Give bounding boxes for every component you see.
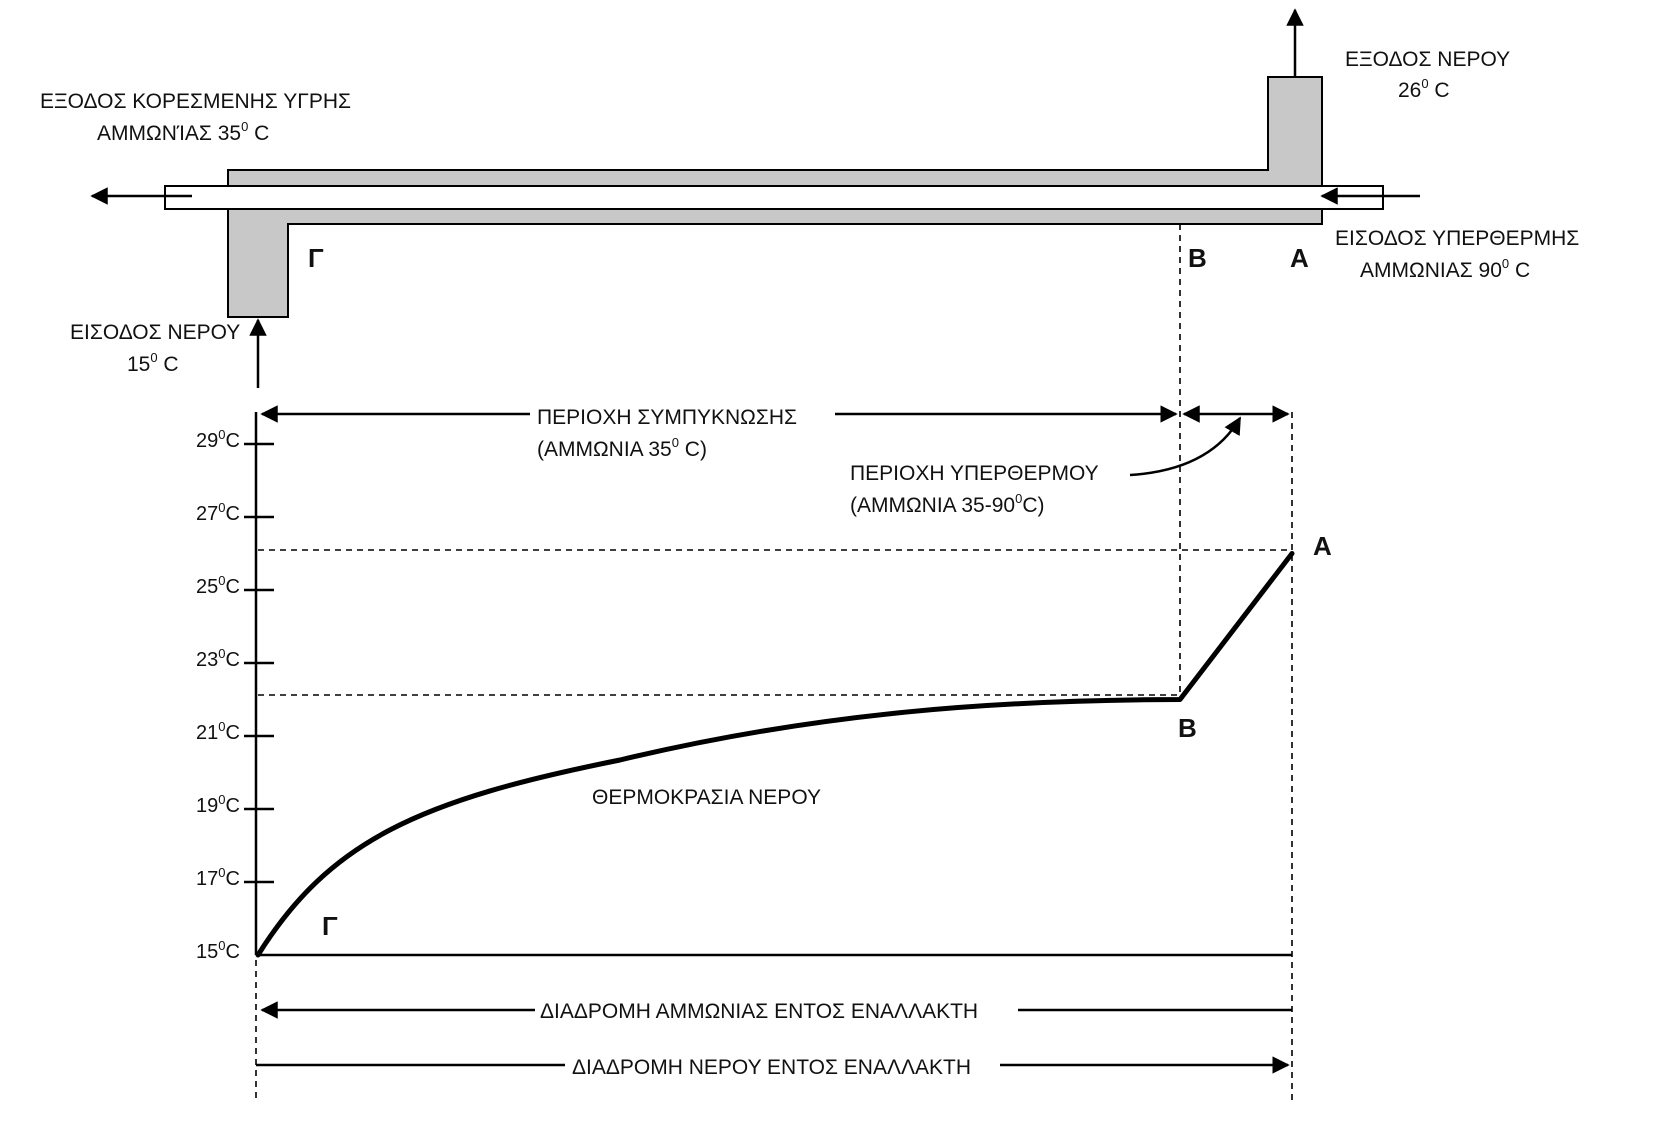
ammonia-outlet-label-1: ΕΞΟΔΟΣ ΚΟΡΕΣΜΕΝΗΣ ΥΓΡΗΣ <box>40 90 351 113</box>
y-tick-label-23: 230C <box>196 646 240 671</box>
y-tick-label-25: 250C <box>196 573 240 598</box>
point-a-schematic: Α <box>1290 243 1309 273</box>
water-inlet-label-1: ΕΙΣΟΔΟΣ ΝΕΡΟΥ <box>70 321 240 344</box>
water-path-label: ΔΙΑΔΡΟΜΗ ΝΕΡΟΥ ΕΝΤΟΣ ΕΝΑΛΛΑΚΤΗ <box>572 1056 971 1079</box>
point-b-graph: Β <box>1178 713 1197 743</box>
exchanger-schematic <box>90 8 1420 388</box>
condensation-label-2: (ΑΜΜΩΝΙΑ 350 C) <box>537 435 707 461</box>
water-inlet-label-2: 150 C <box>127 350 179 376</box>
ammonia-inlet-label-2: ΑΜΜΩΝΙΑΣ 900 C <box>1360 256 1530 282</box>
y-tick-label-21: 210C <box>196 719 240 744</box>
water-outlet-label-1: ΕΞΟΔΟΣ ΝΕΡΟΥ <box>1345 48 1510 71</box>
superheat-label-2: (ΑΜΜΩΝΙΑ 35-900C) <box>850 491 1044 517</box>
point-a-graph: Α <box>1313 531 1332 561</box>
y-tick-label-29: 290C <box>196 427 240 452</box>
water-outlet-label-2: 260 C <box>1398 76 1450 102</box>
ammonia-tube <box>164 185 1384 210</box>
y-tick-label-15: 150C <box>196 938 240 963</box>
ammonia-path-label: ΔΙΑΔΡΟΜΗ ΑΜΜΩΝΙΑΣ ΕΝΤΟΣ ΕΝΑΛΛΑΚΤΗ <box>540 1000 978 1023</box>
point-g-schematic: Γ <box>308 243 324 273</box>
ammonia-inlet-label-1: ΕΙΣΟΔΟΣ ΥΠΕΡΘΕΡΜΗΣ <box>1335 227 1579 250</box>
water-temperature-label: ΘΕΡΜΟΚΡΑΣΙΑ ΝΕΡΟΥ <box>592 786 821 809</box>
y-axis-ticks: 150C 170C 190C 210C 230C 250C 270C 290C <box>196 427 274 963</box>
condensation-label-1: ΠΕΡΙΟΧΗ ΣΥΜΠΥΚΝΩΣΗΣ <box>537 406 797 429</box>
water-temperature-curve <box>255 551 1295 958</box>
superheat-label-1: ΠΕΡΙΟΧΗ ΥΠΕΡΘΕΡΜΟΥ <box>850 462 1099 485</box>
point-b-schematic: Β <box>1188 243 1207 273</box>
ammonia-outlet-label-2: ΑΜΜΩΝΊΑΣ 350 C <box>97 119 269 145</box>
y-tick-label-27: 270C <box>196 500 240 525</box>
superheat-pointer-arrow <box>1129 416 1242 477</box>
y-tick-label-19: 190C <box>196 792 240 817</box>
y-tick-label-17: 170C <box>196 865 240 890</box>
point-g-graph: Γ <box>322 911 338 941</box>
